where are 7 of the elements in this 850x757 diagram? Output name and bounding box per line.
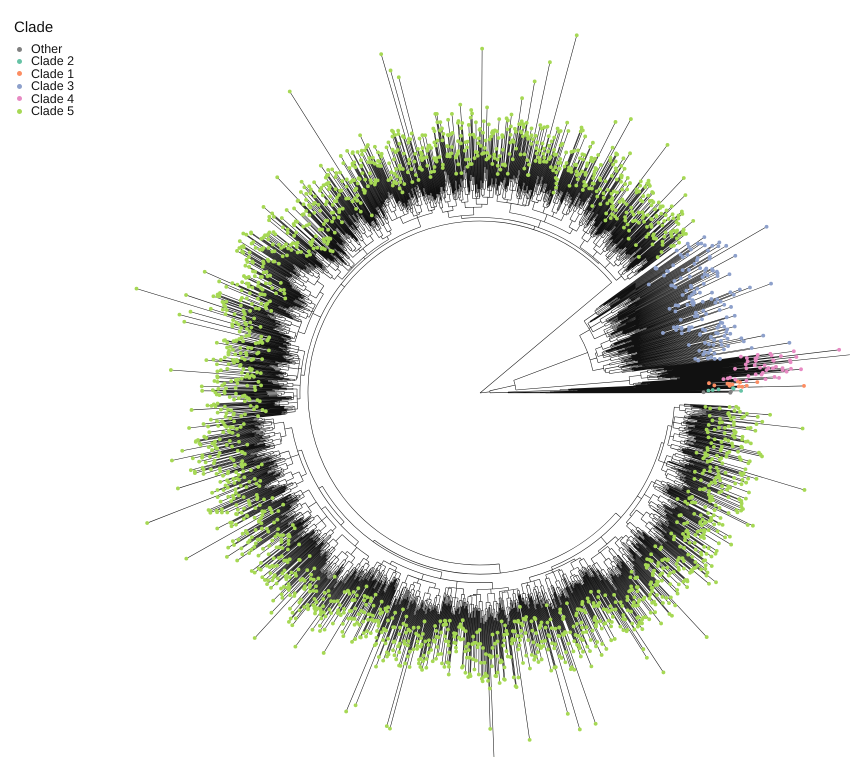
legend-title: Clade bbox=[14, 19, 54, 37]
legend-label: Clade 5 bbox=[31, 104, 74, 118]
legend-label: Clade 3 bbox=[31, 80, 74, 93]
legend-label: Clade 2 bbox=[31, 55, 74, 68]
legend-label: Clade 4 bbox=[31, 92, 74, 105]
legend-label: Clade 1 bbox=[31, 68, 74, 80]
legend-label: Other bbox=[31, 43, 62, 56]
